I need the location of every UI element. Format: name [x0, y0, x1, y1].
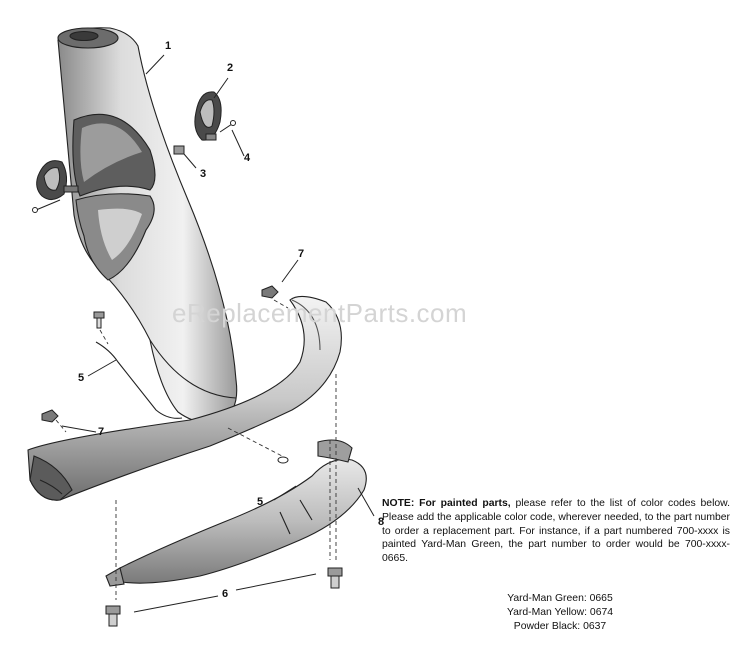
- screw-upper: [93, 311, 105, 329]
- part-2-lamp-left: [36, 160, 79, 200]
- callout-6: 6: [222, 588, 229, 600]
- washer-center: [277, 456, 289, 464]
- watermark: eReplacementParts.com: [172, 298, 468, 328]
- nut-7-right: [261, 285, 279, 299]
- assembly-lines: [55, 299, 337, 600]
- note-body: please refer to the list of color codes …: [382, 498, 730, 565]
- screw-left: [32, 199, 61, 213]
- painted-parts-note: NOTE: For painted parts, please refer to…: [382, 497, 730, 566]
- nut-7-left: [41, 409, 59, 423]
- screw-4: [219, 120, 236, 133]
- callout-4: 4: [244, 152, 251, 164]
- callout-3: 3: [200, 168, 207, 180]
- nut-3: [173, 145, 185, 155]
- callout-8: 8: [378, 516, 385, 528]
- part-5-bumper: [27, 295, 342, 501]
- callout-7-left: 7: [98, 426, 105, 438]
- callout-5-upper: 5: [78, 372, 85, 384]
- callout-5-lower: 5: [257, 496, 264, 508]
- part-8-tube: [105, 439, 367, 587]
- callout-7-right: 7: [298, 248, 305, 260]
- color-codes: Yard-Man Green: 0665 Yard-Man Yellow: 06…: [470, 592, 650, 634]
- callout-1: 1: [165, 40, 172, 52]
- color-code-black: Powder Black: 0637: [513, 621, 607, 633]
- bolt-6-right: [327, 567, 343, 589]
- color-code-green: Yard-Man Green: 0665: [507, 593, 613, 604]
- part-2-lamp-right: [194, 91, 222, 141]
- color-code-yellow: Yard-Man Yellow: 0674: [506, 607, 614, 619]
- bolt-6-left: [105, 605, 121, 627]
- leader-lines: [61, 54, 375, 613]
- part-1-body: [57, 27, 238, 424]
- note-lead: NOTE: For painted parts,: [382, 498, 511, 509]
- callout-2: 2: [227, 62, 234, 74]
